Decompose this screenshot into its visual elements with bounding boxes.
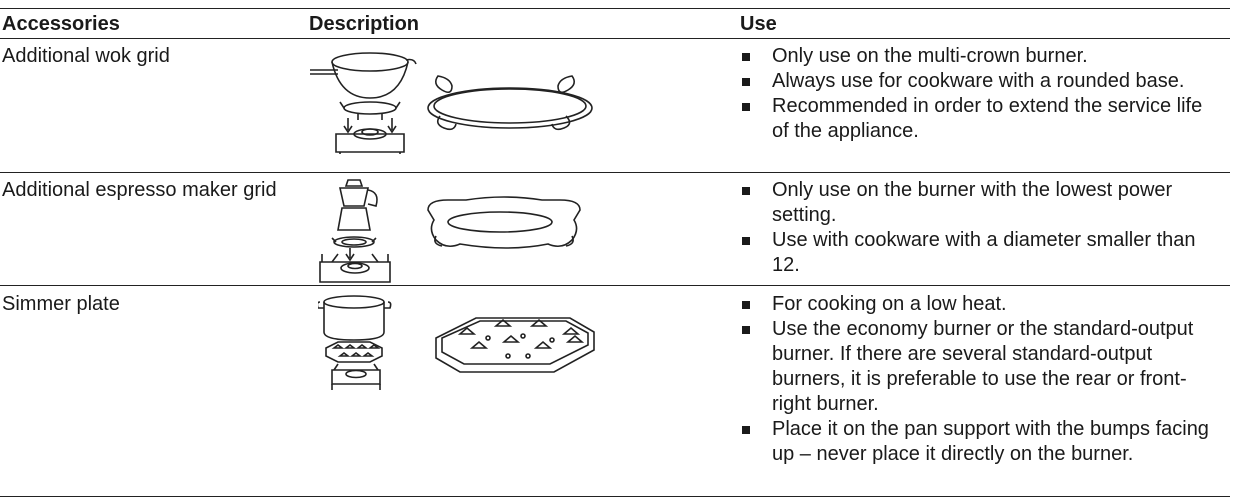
table-bottom-rule bbox=[0, 496, 1230, 497]
use-item: Always use for cookware with a rounded b… bbox=[740, 69, 1220, 94]
use-item: Only use on the multi-crown burner. bbox=[740, 44, 1220, 69]
use-list-simmer-plate: For cooking on a low heat. Use the econo… bbox=[740, 292, 1220, 467]
use-item: Use the economy burner or the standard-o… bbox=[740, 317, 1220, 417]
use-item: Use with cookware with a diameter smalle… bbox=[740, 228, 1220, 278]
row-divider bbox=[0, 285, 1230, 286]
use-list-espresso-grid: Only use on the burner with the lowest p… bbox=[740, 178, 1220, 278]
accessory-name-wok-grid: Additional wok grid bbox=[2, 45, 170, 67]
use-list-wok-grid: Only use on the multi-crown burner. Alwa… bbox=[740, 44, 1220, 144]
use-item: Place it on the pan support with the bum… bbox=[740, 417, 1220, 467]
accessory-name-simmer-plate: Simmer plate bbox=[2, 293, 120, 315]
use-item: Recommended in order to extend the servi… bbox=[740, 94, 1220, 144]
table-top-rule bbox=[0, 8, 1230, 9]
accessory-name-espresso-grid: Additional espresso maker grid bbox=[2, 179, 277, 201]
header-use: Use bbox=[740, 13, 777, 35]
row-divider bbox=[0, 172, 1230, 173]
header-accessories: Accessories bbox=[2, 13, 120, 35]
wok-grid-illustration bbox=[310, 40, 600, 155]
use-item: Only use on the burner with the lowest p… bbox=[740, 178, 1220, 228]
simmer-plate-illustration bbox=[318, 290, 608, 400]
espresso-grid-illustration bbox=[310, 176, 600, 286]
header-rule bbox=[0, 38, 1230, 39]
use-item: For cooking on a low heat. bbox=[740, 292, 1220, 317]
header-description: Description bbox=[309, 13, 420, 35]
